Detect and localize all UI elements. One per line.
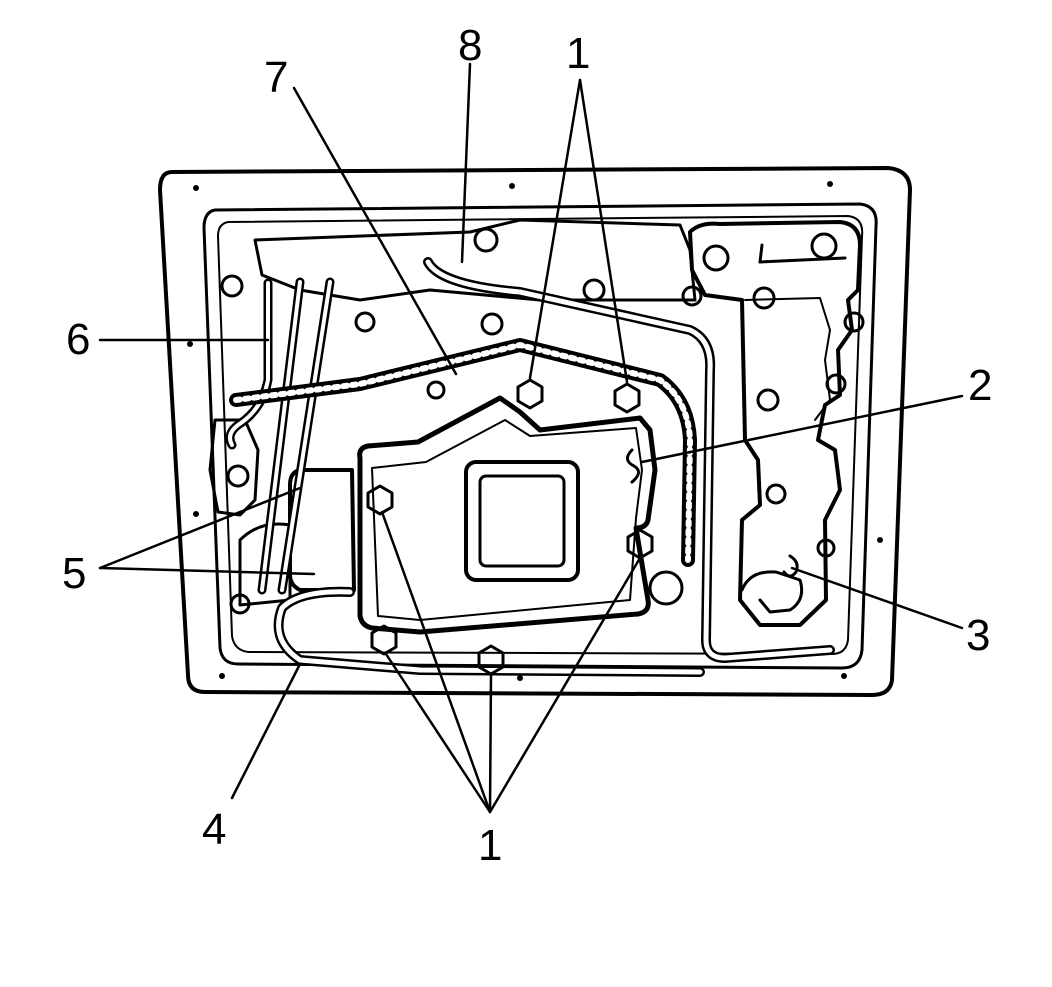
callout-1-bottom: 1: [478, 821, 502, 870]
leader-7: [292, 86, 458, 376]
callout-5: 5: [62, 549, 86, 598]
leader-1-f: [488, 556, 642, 814]
callout-8: 8: [458, 21, 482, 70]
pipe-4: [273, 586, 705, 677]
filter-mark: [626, 448, 640, 484]
mounting-holes: [220, 227, 865, 615]
bolt-icon: [613, 382, 641, 414]
leader-2: [640, 394, 964, 464]
leader-1-a: [528, 78, 582, 380]
filter-inlet-inner: [478, 474, 566, 568]
main-filter: [357, 395, 658, 635]
leader-4: [230, 662, 302, 800]
pipe-5b-inner: [260, 280, 302, 592]
pipe-5a-inner: [280, 280, 332, 592]
detent-spring: [782, 554, 799, 578]
upper-channel-plate: [253, 218, 697, 302]
callout-6: 6: [66, 315, 90, 364]
pipe-4-inner: [276, 589, 703, 675]
leader-1-e: [488, 672, 493, 814]
leader-lines: [98, 62, 964, 814]
filter-inlet-outer: [464, 460, 580, 582]
right-housing-inner: [744, 297, 831, 421]
right-housing: [688, 220, 862, 627]
callout-2: 2: [968, 361, 992, 410]
outer-plate: [158, 166, 912, 697]
harness-7-hatch: [233, 342, 693, 563]
detent-valve: [740, 570, 804, 614]
leader-1-d: [384, 652, 492, 814]
bolt-icon: [366, 484, 394, 516]
bolt-icon: [370, 624, 398, 656]
leader-8: [460, 62, 472, 264]
callout-1-top: 1: [566, 29, 590, 78]
leader-1-b: [578, 78, 629, 384]
bolt-icons: [366, 378, 654, 676]
left-servo: [208, 418, 260, 517]
leader-1-c: [380, 510, 492, 814]
leader-5-a: [98, 486, 302, 570]
right-housing-tab: [758, 243, 847, 264]
pipe-8-inner: [425, 259, 833, 661]
plate-screws: [187, 181, 883, 681]
leader-3: [790, 566, 964, 630]
callout-4: 4: [202, 805, 226, 854]
callout-3: 3: [966, 611, 990, 660]
leader-5-b: [98, 566, 316, 576]
inner-plate: [202, 202, 878, 670]
bolt-icon: [516, 378, 544, 410]
main-filter-rim: [371, 419, 643, 621]
callout-7: 7: [264, 53, 288, 102]
